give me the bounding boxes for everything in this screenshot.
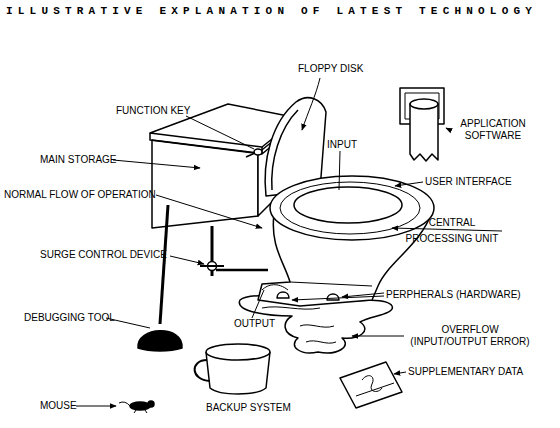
bowl-rim bbox=[270, 176, 434, 240]
part-label: INPUT bbox=[327, 139, 357, 151]
part-label: MAIN STORAGE bbox=[40, 154, 117, 166]
leader-line bbox=[339, 151, 340, 190]
bowl-opening bbox=[294, 187, 402, 223]
part-label: SUPPLEMENTARY DATA bbox=[408, 366, 523, 378]
magazine bbox=[340, 362, 402, 408]
part-label: USER INTERFACE bbox=[425, 176, 512, 188]
part-label: FUNCTION KEY bbox=[116, 105, 190, 117]
mouse-tail bbox=[119, 402, 147, 413]
part-label: SURGE CONTROL DEVICE bbox=[40, 249, 167, 261]
paper-roll-top bbox=[410, 99, 438, 109]
mouse-head bbox=[148, 401, 154, 407]
leader-line bbox=[302, 78, 320, 130]
bolt-cap bbox=[327, 294, 339, 300]
part-label: OUTPUT bbox=[234, 318, 275, 330]
leader-line bbox=[76, 406, 116, 407]
leader-line bbox=[395, 182, 423, 186]
part-label: OVERFLOW (INPUT/OUTPUT ERROR) bbox=[406, 324, 534, 348]
part-label: MOUSE bbox=[40, 400, 77, 412]
leader-line bbox=[252, 290, 264, 318]
flush-lever bbox=[246, 153, 255, 157]
diagram-title: ILLUSTRATIVE EXPLANATION OF LATEST TECHN… bbox=[6, 5, 537, 17]
part-label: PERPHERALS (HARDWARE) bbox=[386, 289, 521, 301]
mouse-body bbox=[130, 402, 150, 410]
plunger-handle bbox=[160, 205, 168, 324]
valve-handle bbox=[200, 265, 224, 267]
part-label: CENTRAL PROCESSING UNIT bbox=[400, 215, 504, 247]
paper-roll bbox=[410, 104, 438, 161]
leader-line bbox=[352, 336, 404, 337]
leader-line bbox=[392, 228, 502, 231]
part-label: NORMAL FLOW OF OPERATION bbox=[4, 189, 156, 201]
leader-line bbox=[170, 256, 204, 264]
leader-line bbox=[156, 195, 262, 228]
seat-lid-edge bbox=[272, 110, 298, 190]
magazine-print bbox=[356, 376, 394, 396]
leader-line bbox=[394, 372, 406, 374]
cup-handle bbox=[195, 360, 210, 381]
supply-pipe bbox=[216, 269, 268, 272]
part-label: FLOPPY DISK bbox=[298, 63, 363, 75]
leader-line bbox=[292, 296, 384, 300]
part-label: APPLICATION SOFTWARE bbox=[453, 118, 533, 142]
leader-line bbox=[186, 116, 254, 149]
flush-handle bbox=[254, 149, 262, 155]
seat-ring bbox=[280, 182, 420, 234]
part-label: DEBUGGING TOOL bbox=[24, 312, 115, 324]
bowl-base-edge bbox=[290, 282, 372, 286]
cup-rim bbox=[206, 344, 270, 360]
leader-line bbox=[446, 128, 450, 130]
trapway bbox=[262, 285, 288, 290]
part-label: BACKUP SYSTEM bbox=[206, 402, 291, 414]
leader-line bbox=[113, 160, 200, 168]
bolt-cap bbox=[277, 292, 289, 298]
plunger-cup bbox=[138, 331, 182, 351]
